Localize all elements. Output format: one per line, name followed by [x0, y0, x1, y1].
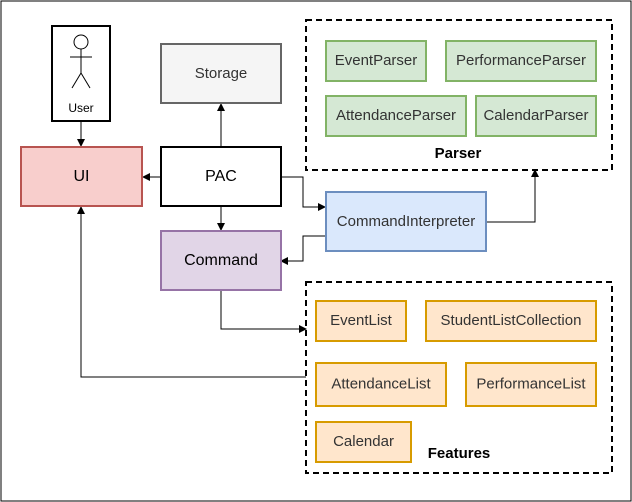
- command-interpreter-label: CommandInterpreter: [337, 213, 475, 230]
- ui-label: UI: [74, 168, 90, 185]
- parser-item-eventparser: EventParser: [335, 52, 418, 69]
- edge-interpreter-to-command: [280, 235, 325, 265]
- command-interpreter-node: CommandInterpreter: [325, 191, 487, 252]
- edge-interpreter-to-parser: [487, 169, 539, 223]
- user-icon: [70, 34, 92, 89]
- feature-item-attendancelist: AttendanceList: [331, 375, 431, 392]
- parser-group: [305, 19, 613, 171]
- connectors: [77, 103, 539, 378]
- feature-item-eventlist: EventList: [330, 312, 393, 329]
- parser-items: EventParser PerformanceParser Attendance…: [325, 40, 597, 162]
- parser-item-attendanceparser: AttendanceParser: [336, 107, 456, 124]
- pac-node: PAC: [160, 146, 282, 207]
- edge-command-to-features: [220, 291, 307, 333]
- command-node: Command: [160, 230, 282, 291]
- parser-group-title: Parser: [435, 145, 482, 162]
- feature-item-calendar: Calendar: [333, 433, 394, 450]
- parser-item-performanceparser: PerformanceParser: [456, 52, 586, 69]
- ui-node: UI: [20, 146, 143, 207]
- user-label: User: [68, 101, 93, 115]
- feature-item-performancelist: PerformanceList: [476, 375, 586, 392]
- feature-item-studentlistcollection: StudentListCollection: [441, 312, 582, 329]
- edge-pac-to-interpreter: [281, 176, 326, 211]
- features-group-title: Features: [428, 445, 491, 462]
- feature-items: EventList StudentListCollection Attendan…: [315, 300, 597, 463]
- edge-features-to-ui: [77, 206, 306, 378]
- features-group: [305, 281, 613, 474]
- user-actor: User: [51, 25, 111, 122]
- pac-label: PAC: [205, 168, 237, 185]
- storage-label: Storage: [195, 65, 248, 82]
- parser-item-calendarparser: CalendarParser: [483, 107, 588, 124]
- storage-node: Storage: [160, 43, 282, 104]
- command-label: Command: [184, 252, 258, 269]
